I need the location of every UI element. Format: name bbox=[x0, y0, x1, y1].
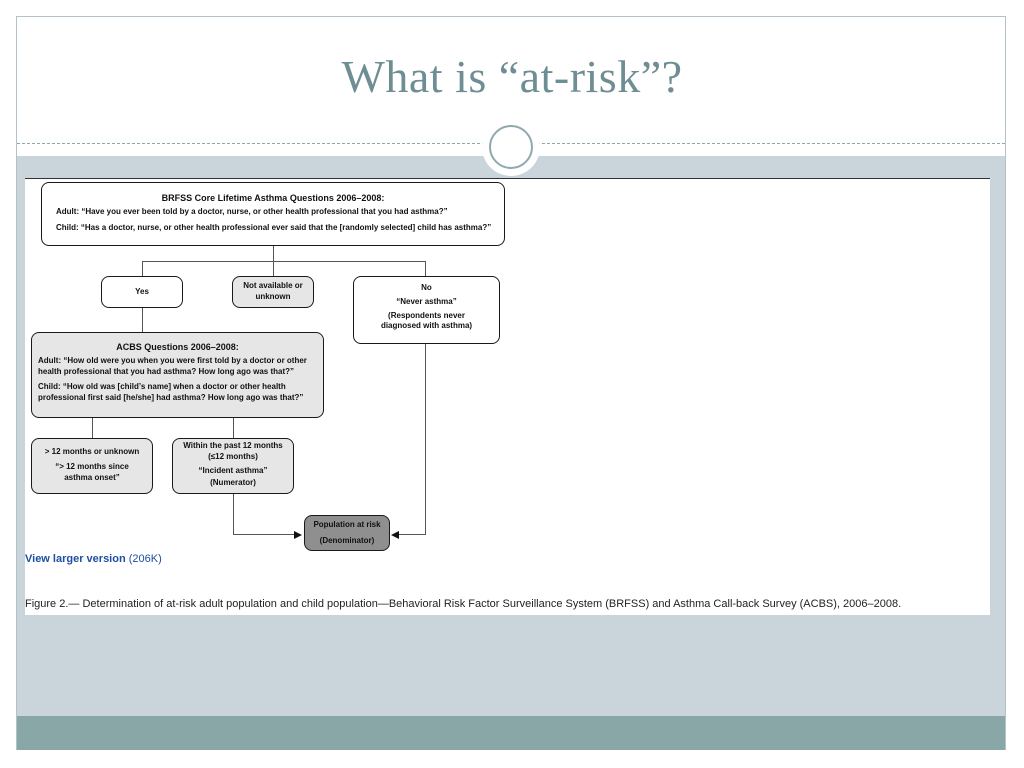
population-at-risk-box: Population at risk (Denominator) bbox=[304, 515, 390, 551]
no-label: No bbox=[421, 283, 432, 292]
yes-label: Yes bbox=[135, 287, 149, 296]
connector bbox=[142, 261, 143, 276]
view-larger-version-link[interactable]: View larger version bbox=[25, 553, 126, 565]
connector bbox=[142, 261, 425, 262]
connector bbox=[233, 534, 295, 535]
arrow-left-icon bbox=[391, 531, 399, 539]
over-12-months-note: “> 12 months since asthma onset” bbox=[55, 461, 129, 482]
within-12-months-box: Within the past 12 months (≤12 months) “… bbox=[172, 438, 294, 494]
never-diagnosed-note: (Respondents never diagnosed with asthma… bbox=[380, 310, 473, 331]
yes-box: Yes bbox=[101, 276, 183, 308]
figure-caption: Figure 2.— Determination of at-risk adul… bbox=[25, 598, 902, 610]
connector bbox=[425, 344, 426, 535]
numerator-label: (Numerator) bbox=[210, 478, 256, 488]
never-asthma-label: “Never asthma” bbox=[396, 296, 457, 306]
connector bbox=[399, 534, 426, 535]
connector bbox=[425, 261, 426, 276]
file-size: (206K) bbox=[128, 553, 162, 565]
brfss-adult-question: Adult: “Have you ever been told by a doc… bbox=[56, 207, 448, 217]
not-available-box: Not available or unknown bbox=[232, 276, 314, 308]
incident-asthma-label: “Incident asthma” bbox=[198, 465, 268, 475]
slide-title: What is “at-risk”? bbox=[341, 51, 683, 102]
connector bbox=[92, 418, 93, 438]
within-12-months-range: (≤12 months) bbox=[208, 451, 258, 461]
acbs-child-question: Child: “How old was [child’s name] when … bbox=[38, 381, 304, 402]
acbs-adult-question: Adult: “How old were you when you were f… bbox=[38, 356, 307, 376]
denominator-label: (Denominator) bbox=[319, 535, 375, 545]
footer-bar bbox=[17, 716, 1005, 750]
connector bbox=[142, 308, 143, 332]
connector bbox=[233, 494, 234, 535]
brfss-child-question: Child: “Has a doctor, nurse, or other he… bbox=[56, 222, 492, 232]
brfss-questions-box: BRFSS Core Lifetime Asthma Questions 200… bbox=[41, 182, 505, 246]
arrow-right-icon bbox=[294, 531, 302, 539]
over-12-months-box: > 12 months or unknown “> 12 months sinc… bbox=[31, 438, 153, 494]
brfss-heading: BRFSS Core Lifetime Asthma Questions 200… bbox=[161, 193, 385, 203]
acbs-heading: ACBS Questions 2006–2008: bbox=[116, 342, 239, 352]
acbs-questions-box: ACBS Questions 2006–2008: Adult: “How ol… bbox=[31, 332, 324, 418]
over-12-months-label: > 12 months or unknown bbox=[44, 447, 140, 456]
within-12-months-label: Within the past 12 months bbox=[183, 441, 283, 450]
never-asthma-box: No “Never asthma” (Respondents never dia… bbox=[353, 276, 500, 344]
population-label: Population at risk bbox=[313, 520, 381, 529]
figure-panel: BRFSS Core Lifetime Asthma Questions 200… bbox=[25, 178, 990, 615]
not-available-label: Not available or unknown bbox=[243, 281, 303, 301]
connector bbox=[273, 261, 274, 276]
circle-ornament-inner bbox=[489, 125, 533, 169]
larger-version-link-row: View larger version (206K) bbox=[25, 553, 162, 565]
connector bbox=[273, 246, 274, 261]
connector bbox=[233, 418, 234, 438]
